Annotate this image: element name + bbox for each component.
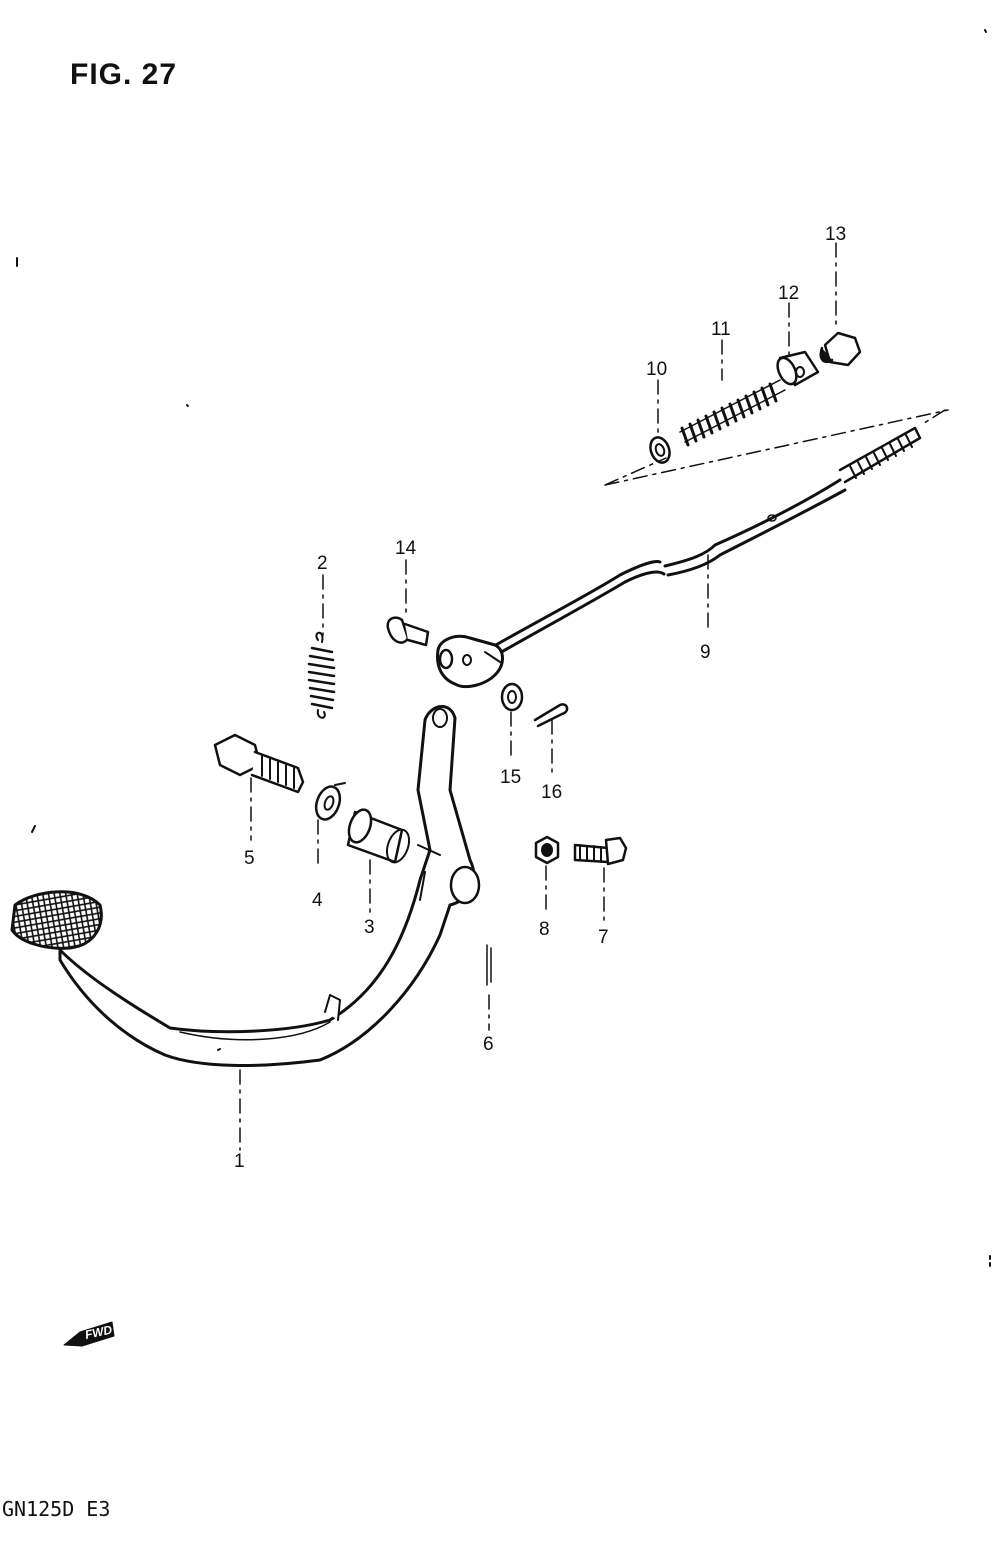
washer-part-10 — [649, 436, 671, 464]
nut-part-8 — [534, 835, 560, 865]
cotter-pin-part-16 — [533, 703, 569, 728]
adjusting-nut-part-13 — [819, 331, 862, 367]
part-number-label: 14 — [395, 538, 417, 559]
part-number-label: 8 — [539, 919, 550, 940]
brake-rod-part-9 — [436, 426, 922, 689]
washer-part-15 — [500, 682, 524, 712]
part-number-label: 15 — [500, 767, 522, 788]
scan-specks — [16, 29, 991, 1267]
leader-lines — [239, 242, 949, 1151]
part-number-label: 7 — [598, 927, 609, 948]
brake-pedal-part-1 — [10, 705, 481, 1067]
part-number-label: 11 — [711, 319, 731, 340]
cotter-pin-part-6 — [486, 944, 492, 986]
washer-part-4 — [314, 782, 346, 821]
part-number-label: 12 — [778, 283, 800, 304]
rod-spring-part-11 — [679, 379, 786, 447]
pivot-sleeve-part-3 — [346, 808, 411, 864]
clevis-pin-part-14 — [386, 616, 430, 647]
part-number-label: 1 — [234, 1151, 245, 1172]
figure-title: FIG. 27 — [70, 58, 178, 91]
pivot-bolt-part-5 — [213, 733, 305, 794]
part-number-label: 3 — [364, 917, 375, 938]
forward-arrow-label: FWD — [84, 1322, 114, 1341]
part-number-label: 13 — [825, 224, 847, 245]
joint-pin-part-12 — [776, 350, 820, 387]
part-number-label: 16 — [541, 782, 563, 803]
part-number-label: 9 — [700, 642, 711, 663]
stop-bolt-part-7 — [573, 836, 628, 866]
part-number-label: 4 — [312, 890, 323, 911]
part-number-label: 5 — [244, 848, 255, 869]
part-number-label: 6 — [483, 1034, 494, 1055]
model-code-label: GN125D E3 — [2, 1497, 111, 1521]
forward-arrow-icon — [63, 1321, 115, 1347]
return-spring-part-2 — [307, 631, 336, 719]
part-number-label: 10 — [646, 359, 668, 380]
part-number-label: 2 — [317, 553, 328, 574]
